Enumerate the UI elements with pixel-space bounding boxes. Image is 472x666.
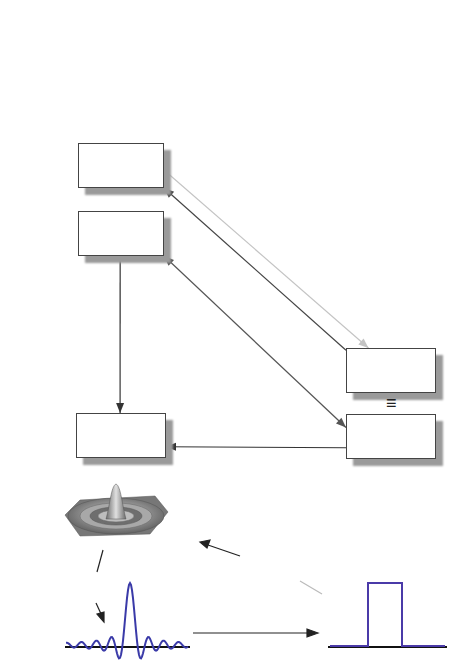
process-box	[346, 348, 436, 393]
connector-arrow	[166, 443, 346, 451]
connector-arrow	[164, 170, 369, 348]
sinc-curve	[66, 583, 188, 658]
leader-line	[300, 581, 322, 594]
process-box	[346, 414, 436, 459]
equivalence-symbol: ≡	[386, 394, 397, 412]
process-box	[78, 143, 164, 188]
connector-arrow	[116, 256, 124, 413]
airy-surface	[65, 484, 168, 536]
process-box	[76, 413, 166, 458]
rect-function	[330, 583, 445, 646]
connector-arrow	[164, 188, 346, 350]
connector-arrow	[164, 256, 346, 428]
process-box	[78, 211, 164, 256]
